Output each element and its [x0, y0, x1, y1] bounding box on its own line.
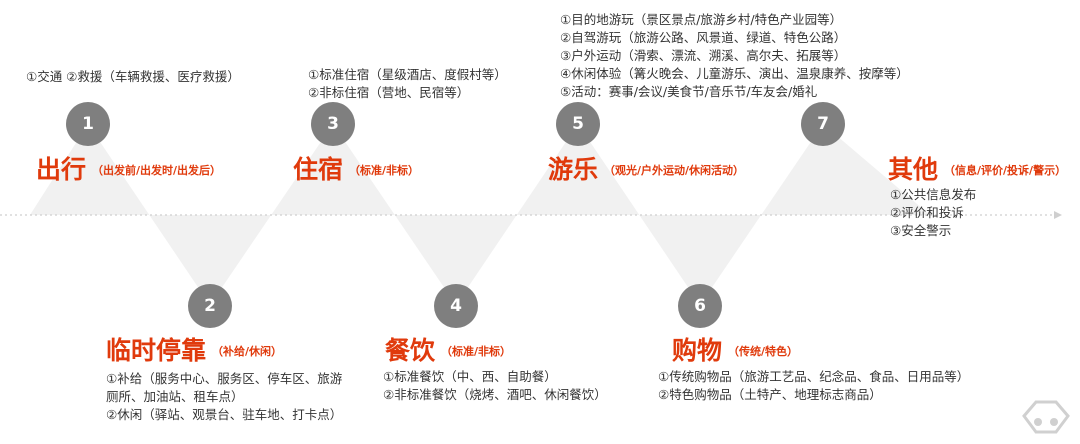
step-1-description: ①交通 ②救援（车辆救援、医疗救援） [26, 68, 240, 86]
step-2-title: 临时停靠 （补给/休闲） [106, 336, 282, 367]
step-7-line: ②评价和投诉 [890, 205, 964, 220]
step-1-title-text: 出行 [36, 155, 87, 184]
step-4-line: ②非标准餐饮（烧烤、酒吧、休闲餐饮） [383, 387, 607, 402]
step-2-description: ①补给（服务中心、服务区、停车区、旅游厕所、加油站、租车点） ②休闲（驿站、观景… [106, 370, 354, 424]
step-5-line: ②自驾游玩（旅游公路、风景道、绿道、特色公路） [560, 30, 847, 45]
step-6-circle: 6 [678, 284, 722, 328]
step-7-title: 其他 （信息/评价/投诉/警示） [888, 155, 1066, 186]
step-1-subtitle: （出发前/出发时/出发后） [92, 164, 222, 177]
step-3-description: ①标准住宿（星级酒店、度假村等） ②非标住宿（营地、民宿等） [308, 66, 507, 102]
step-4-title-text: 餐饮 [385, 336, 436, 365]
step-7-circle: 7 [801, 102, 845, 146]
step-7-line: ①公共信息发布 [890, 187, 977, 202]
step-4-title: 餐饮 （标准/非标） [385, 336, 511, 367]
logo-mark-icon [1022, 400, 1070, 434]
step-1-line: ①交通 ②救援（车辆救援、医疗救援） [26, 69, 240, 84]
step-6-description: ①传统购物品（旅游工艺品、纪念品、食品、日用品等） ②特色购物品（土特产、地理标… [658, 368, 969, 404]
step-7-title-text: 其他 [888, 155, 939, 184]
axis-arrow-head [1054, 211, 1062, 219]
step-6-line: ②特色购物品（土特产、地理标志商品） [658, 387, 882, 402]
step-6-title: 购物 （传统/特色） [672, 336, 798, 367]
step-5-line: ④休闲体验（篝火晚会、儿童游乐、演出、温泉康养、按摩等） [560, 66, 909, 81]
step-4-subtitle: （标准/非标） [441, 345, 512, 358]
step-5-line: ⑤活动：赛事/会议/美食节/音乐节/车友会/婚礼 [560, 84, 818, 99]
step-2-line: ②休闲（驿站、观景台、驻车地、打卡点） [106, 407, 343, 422]
step-3-title-text: 住宿 [293, 155, 344, 184]
step-4-description: ①标准餐饮（中、西、自助餐） ②非标准餐饮（烧烤、酒吧、休闲餐饮） [383, 368, 607, 404]
step-5-line: ③户外运动（滑索、漂流、溯溪、高尔夫、拓展等） [560, 48, 847, 63]
step-2-circle: 2 [188, 284, 232, 328]
step-3-title: 住宿 （标准/非标） [293, 155, 419, 186]
step-7-subtitle: （信息/评价/投诉/警示） [944, 164, 1067, 177]
step-2-subtitle: （补给/休闲） [212, 345, 283, 358]
step-1-title: 出行 （出发前/出发时/出发后） [36, 155, 221, 186]
step-5-description: ①目的地游玩（景区景点/旅游乡村/特色产业园等） ②自驾游玩（旅游公路、风景道、… [560, 11, 909, 101]
step-5-title: 游乐 （观光/户外运动/休闲活动） [548, 155, 744, 186]
step-7-line: ③安全警示 [890, 223, 952, 238]
zigzag-band [30, 124, 930, 305]
step-5-line: ①目的地游玩（景区景点/旅游乡村/特色产业园等） [560, 12, 843, 27]
step-6-subtitle: （传统/特色） [728, 345, 799, 358]
step-3-line: ①标准住宿（星级酒店、度假村等） [308, 67, 507, 82]
step-3-line: ②非标住宿（营地、民宿等） [308, 85, 470, 100]
step-6-line: ①传统购物品（旅游工艺品、纪念品、食品、日用品等） [658, 369, 970, 384]
step-7-description: ①公共信息发布 ②评价和投诉 ③安全警示 [890, 186, 976, 240]
step-3-subtitle: （标准/非标） [349, 164, 420, 177]
step-2-title-text: 临时停靠 [106, 336, 207, 365]
step-4-line: ①标准餐饮（中、西、自助餐） [383, 369, 557, 384]
step-3-circle: 3 [311, 102, 355, 146]
step-5-subtitle: （观光/户外运动/休闲活动） [604, 164, 745, 177]
step-2-line: ①补给（服务中心、服务区、停车区、旅游厕所、加油站、租车点） [106, 371, 343, 404]
step-5-title-text: 游乐 [548, 155, 599, 184]
step-4-circle: 4 [434, 284, 478, 328]
step-6-title-text: 购物 [672, 336, 723, 365]
step-5-circle: 5 [556, 102, 600, 146]
step-1-circle: 1 [66, 102, 110, 146]
